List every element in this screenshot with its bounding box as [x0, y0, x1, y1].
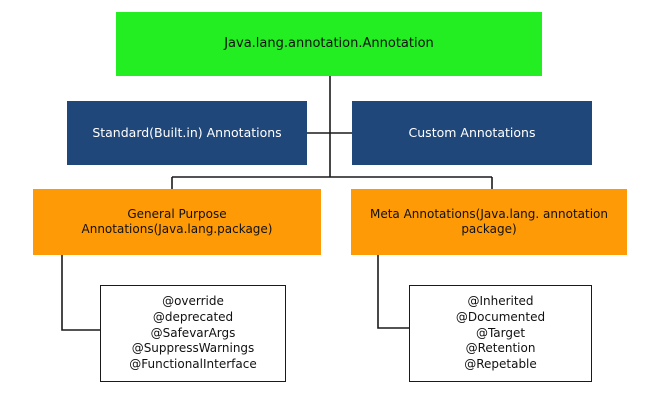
general-purpose-node: General Purpose Annotations(Java.lang.pa…	[33, 189, 321, 255]
general-purpose-list: @override @deprecated @SafevarArgs @Supp…	[100, 285, 286, 382]
list-item: @SuppressWarnings	[131, 341, 255, 356]
list-item: @override	[162, 293, 224, 308]
list-item: @deprecated	[152, 309, 234, 324]
list-item: @Repetable	[464, 357, 537, 372]
meta-annotations-label-line1: Meta Annotations(Java.lang. annotation	[369, 207, 608, 221]
general-purpose-label-line2: Annotations(Java.lang.package)	[81, 222, 273, 236]
meta-annotations-node: Meta Annotations(Java.lang. annotation p…	[351, 189, 627, 255]
list-item: @Inherited	[467, 293, 534, 308]
connector-general-to-list	[61, 255, 100, 331]
list-item: @Documented	[455, 309, 546, 324]
root-label: Java.lang.annotation.Annotation	[224, 35, 434, 51]
connector-meta-to-list	[377, 255, 409, 329]
meta-annotations-label-line2: package)	[461, 222, 517, 236]
custom-annotations-label: Custom Annotations	[408, 125, 536, 141]
root-node: Java.lang.annotation.Annotation	[116, 12, 542, 76]
list-item: @Retention	[465, 341, 536, 356]
list-item: @SafevarArgs	[150, 325, 236, 340]
meta-annotations-list: @Inherited @Documented @Target @Retentio…	[409, 285, 592, 382]
list-item: @FunctionalInterface	[129, 357, 257, 372]
standard-annotations-label: Standard(Built.in) Annotations	[92, 125, 282, 141]
list-item: @Target	[475, 325, 526, 340]
general-purpose-label-line1: General Purpose	[127, 207, 227, 221]
custom-annotations-node: Custom Annotations	[352, 101, 592, 165]
standard-annotations-node: Standard(Built.in) Annotations	[67, 101, 307, 165]
